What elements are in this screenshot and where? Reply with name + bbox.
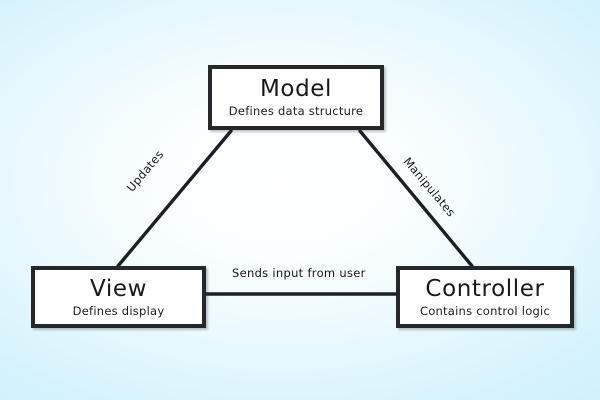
node-view-title: View bbox=[90, 275, 147, 302]
connector-model-view bbox=[116, 129, 233, 268]
node-view-subtitle: Defines display bbox=[72, 303, 165, 318]
node-view[interactable]: View Defines display bbox=[31, 266, 206, 328]
node-controller-subtitle: Contains control logic bbox=[419, 303, 551, 318]
node-controller-title: Controller bbox=[425, 275, 545, 302]
connector-model-controller bbox=[358, 129, 474, 268]
node-model-title: Model bbox=[259, 76, 333, 103]
node-model-subtitle: Defines data structure bbox=[228, 104, 364, 119]
node-model[interactable]: Model Defines data structure bbox=[208, 65, 384, 130]
node-controller[interactable]: Controller Contains control logic bbox=[396, 266, 574, 328]
edge-label-sends-input: Sends input from user bbox=[232, 266, 366, 280]
